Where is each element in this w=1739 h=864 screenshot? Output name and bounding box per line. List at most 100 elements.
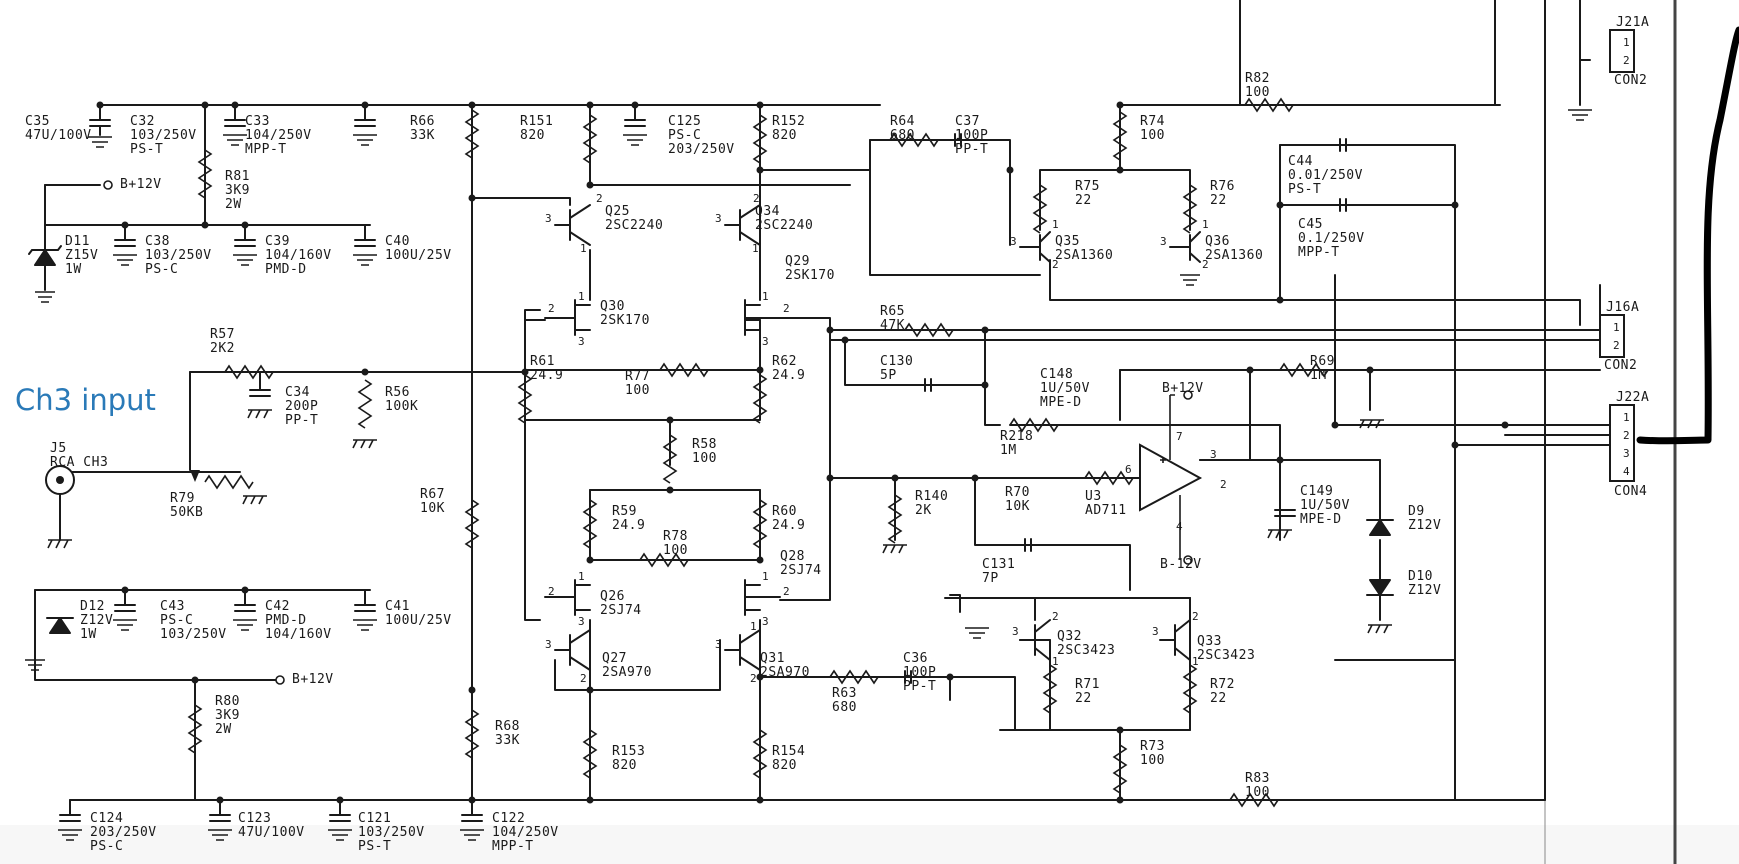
- q33-pin-1: 3: [1152, 625, 1159, 638]
- r151-ref-label: R151: [520, 114, 553, 129]
- q35-pin-0: 3: [1010, 235, 1017, 248]
- c32-type-label: PS-T: [130, 142, 163, 157]
- c36-ref-label: C36: [903, 651, 928, 666]
- c38-type-label: PS-C: [145, 262, 178, 277]
- q34-pin-2: 1: [752, 242, 759, 255]
- r58-ref-label: R58: [692, 437, 717, 452]
- j16a-ref-label: J16A: [1606, 300, 1639, 315]
- r80-type-label: 2W: [215, 722, 232, 737]
- r218-value-label: 1M: [1000, 443, 1017, 458]
- c44-value-label: 0.01/250V: [1288, 168, 1363, 183]
- j22a-pin-4: 4: [1623, 465, 1630, 478]
- c43-type-label: 103/250V: [160, 627, 227, 642]
- q33-value-label: 2SC3423: [1197, 648, 1255, 663]
- c38-ref-label: C38: [145, 234, 170, 249]
- c121-type-label: PS-T: [358, 839, 391, 854]
- c33-type-label: MPP-T: [245, 142, 287, 157]
- r75-value-label: 22: [1075, 193, 1092, 208]
- q25-pin-0: 2: [596, 192, 603, 205]
- d9-value-label: Z12V: [1408, 518, 1441, 533]
- c40-value-label: 100U/25V: [385, 248, 452, 263]
- c33-value-label: 104/250V: [245, 128, 312, 143]
- r67-value-label: 10K: [420, 501, 445, 516]
- marker-annotation-line: [1636, 26, 1739, 445]
- q26-ref-label: Q26: [600, 589, 625, 604]
- c130-ref-label: C130: [880, 354, 913, 369]
- r56-ref-label: R56: [385, 385, 410, 400]
- ground-symbols: [25, 109, 1592, 841]
- q25-ref-label: Q25: [605, 204, 630, 219]
- c33-ref-label: C33: [245, 114, 270, 129]
- q31-pin-2: 2: [750, 672, 757, 685]
- r153-value-label: 820: [612, 758, 637, 773]
- c34-type-label: PP-T: [285, 413, 318, 428]
- c124-ref-label: C124: [90, 811, 123, 826]
- q31-pin-1: 1: [750, 620, 757, 633]
- supply-pos-top: B+12V: [120, 177, 162, 192]
- u3-pin-2: 2: [1220, 478, 1227, 491]
- capacitor-symbols: [59, 104, 1347, 822]
- d10-value-label: Z12V: [1408, 583, 1441, 598]
- c44-ref-label: C44: [1288, 154, 1313, 169]
- d12-ref-label: D12: [80, 599, 105, 614]
- c149-ref-label: C149: [1300, 484, 1333, 499]
- r72-value-label: 22: [1210, 691, 1227, 706]
- r73-value-label: 100: [1140, 753, 1165, 768]
- c131-value-label: 7P: [982, 571, 999, 586]
- j22a-ref-label: J22A: [1616, 390, 1649, 405]
- r60-value-label: 24.9: [772, 518, 805, 533]
- q35-pin-2: 2: [1052, 258, 1059, 271]
- d9-ref-label: D9: [1408, 504, 1425, 519]
- r74-value-label: 100: [1140, 128, 1165, 143]
- q33-pin-0: 2: [1192, 610, 1199, 623]
- q32-value-label: 2SC3423: [1057, 643, 1115, 658]
- r76-value-label: 22: [1210, 193, 1227, 208]
- c43-value-label: PS-C: [160, 613, 193, 628]
- r74-ref-label: R74: [1140, 114, 1165, 129]
- r61-ref-label: R61: [530, 354, 555, 369]
- r62-ref-label: R62: [772, 354, 797, 369]
- q30-pin-1: 2: [548, 302, 555, 315]
- r81-value-label: 3K9: [225, 183, 250, 198]
- c34-value-label: 200P: [285, 399, 318, 414]
- r58-value-label: 100: [692, 451, 717, 466]
- q32-pin-2: 1: [1052, 655, 1059, 668]
- j16a-pin-2: 2: [1613, 339, 1620, 352]
- r140-value-label: 2K: [915, 503, 932, 518]
- j21a-pin-1: 1: [1623, 36, 1630, 49]
- q34-ref-label: Q34: [755, 204, 780, 219]
- r77-ref-label: R77: [625, 369, 650, 384]
- q32-ref-label: Q32: [1057, 629, 1082, 644]
- q31-ref-label: Q31: [760, 651, 785, 666]
- r152-value-label: 820: [772, 128, 797, 143]
- q28-ref-label: Q28: [780, 549, 805, 564]
- r70-ref-label: R70: [1005, 485, 1030, 500]
- r82-ref-label: R82: [1245, 71, 1270, 86]
- c122-type-label: MPP-T: [492, 839, 534, 854]
- jack-ref: J5: [50, 441, 67, 456]
- r78-value-label: 100: [663, 543, 688, 558]
- r66-value-label: 33K: [410, 128, 435, 143]
- r69-ref-label: R69: [1310, 354, 1335, 369]
- r79-value-label: 50KB: [170, 505, 203, 520]
- q35-value-label: 2SA1360: [1055, 248, 1113, 263]
- r70-value-label: 10K: [1005, 499, 1030, 514]
- c35-ref-label: C35: [25, 114, 50, 129]
- c34-ref-label: C34: [285, 385, 310, 400]
- c43-ref-label: C43: [160, 599, 185, 614]
- c130-value-label: 5P: [880, 368, 897, 383]
- q36-ref-label: Q36: [1205, 234, 1230, 249]
- r78-ref-label: R78: [663, 529, 688, 544]
- d10-ref-label: D10: [1408, 569, 1433, 584]
- j21a-pin-2: 2: [1623, 54, 1630, 67]
- r82-value-label: 100: [1245, 85, 1270, 100]
- jack-label: RCA CH3: [50, 455, 108, 470]
- q34-value-label: 2SC2240: [755, 218, 813, 233]
- c149-value-label: 1U/50V: [1300, 498, 1350, 513]
- q27-pin-0: 3: [545, 638, 552, 651]
- q26-pin-0: 1: [578, 570, 585, 583]
- r154-ref-label: R154: [772, 744, 805, 759]
- r75-ref-label: R75: [1075, 179, 1100, 194]
- q28-pin-0: 1: [762, 570, 769, 583]
